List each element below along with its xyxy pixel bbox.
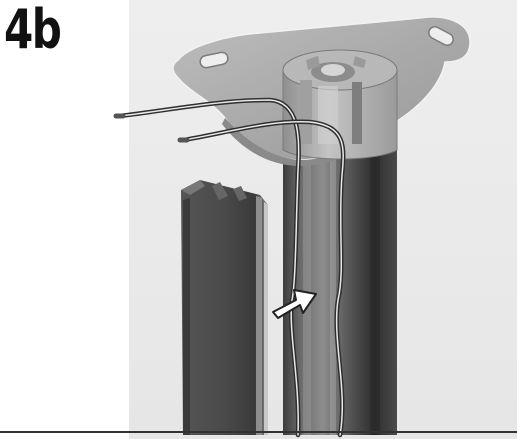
cover-profile xyxy=(181,180,268,435)
motor-cables xyxy=(113,97,346,438)
arrow-right-icon xyxy=(272,289,317,319)
motor-head-hub xyxy=(282,49,398,160)
bottom-divider xyxy=(0,431,517,433)
step-number-label: 4b xyxy=(4,0,62,61)
